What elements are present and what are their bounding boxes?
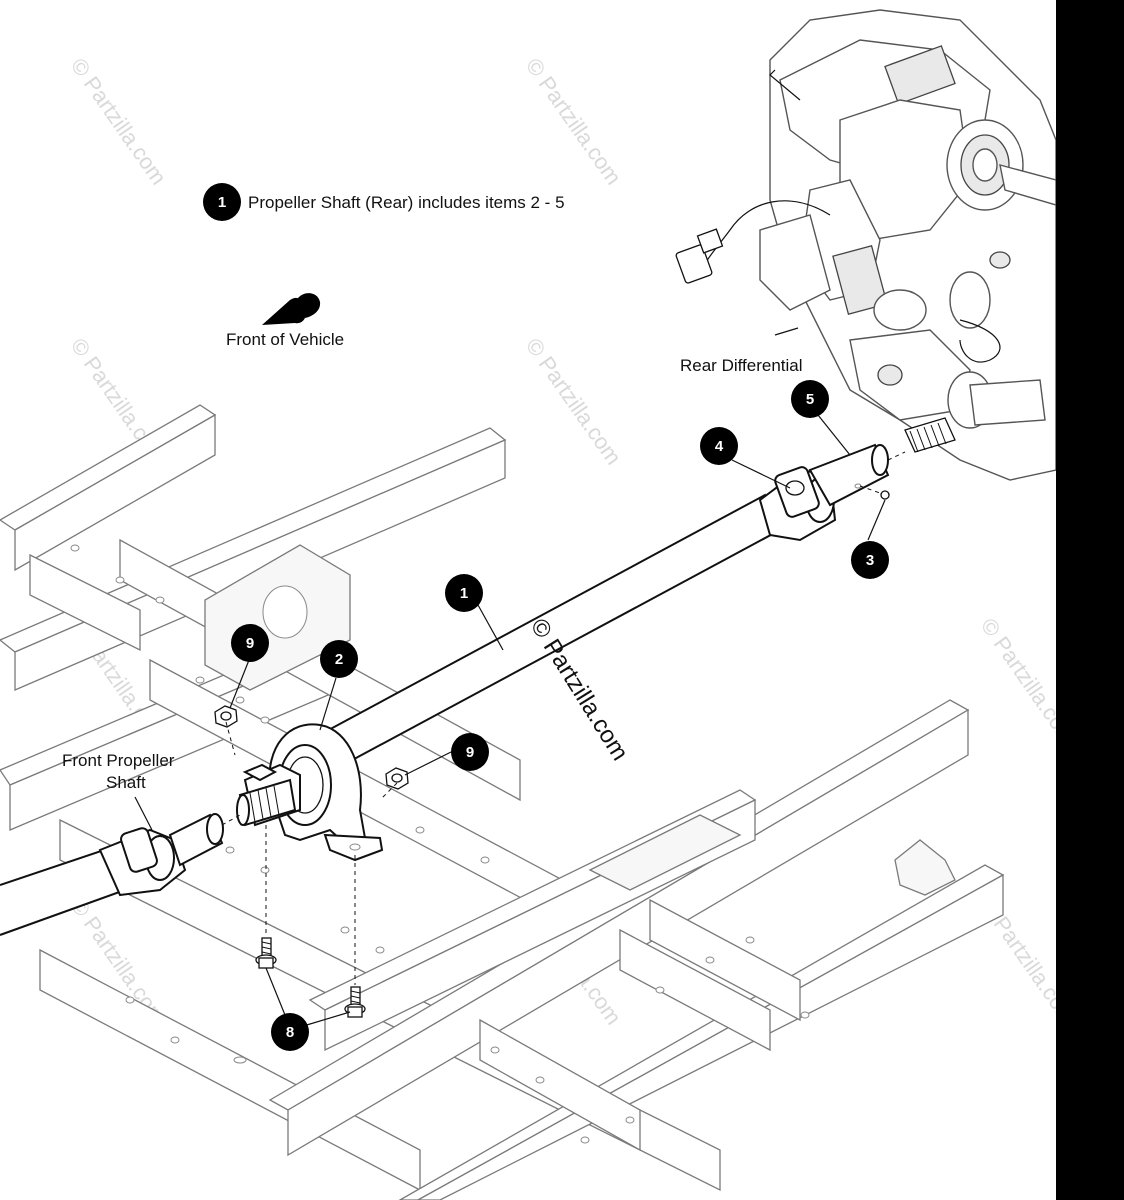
callout-3: 3 bbox=[851, 541, 889, 579]
hardware bbox=[214, 705, 409, 1018]
callout-8: 8 bbox=[271, 1013, 309, 1051]
callout-9-right: 9 bbox=[451, 733, 489, 771]
watermark-text: © Partzilla.com bbox=[521, 334, 627, 470]
side-strip bbox=[1056, 0, 1124, 1200]
front-propeller-shaft-label-line2: Shaft bbox=[106, 773, 146, 792]
front-propeller-shaft-label: Front Propeller bbox=[62, 751, 175, 770]
rear-differential-label: Rear Differential bbox=[680, 356, 803, 375]
watermark-text: © Partzilla.com bbox=[66, 54, 172, 190]
callout-9-left: 9 bbox=[231, 624, 269, 662]
callout-number: 3 bbox=[866, 552, 874, 569]
front-of-vehicle-label: Front of Vehicle bbox=[226, 330, 344, 349]
watermark-text: © Partzilla.com bbox=[976, 614, 1056, 750]
rear-differential bbox=[675, 9, 1056, 481]
flange-nut-left bbox=[214, 705, 238, 728]
vehicle-frame bbox=[0, 404, 1005, 1200]
front-of-vehicle-arrow-icon bbox=[262, 293, 321, 325]
flange-nut-right bbox=[385, 767, 409, 790]
parts-diagram: © Partzilla.com © Partzilla.com © Partzi… bbox=[0, 9, 1056, 1200]
front-propeller-shaft bbox=[0, 813, 224, 936]
bolt-left bbox=[255, 937, 277, 969]
callout-number: 1 bbox=[460, 585, 468, 602]
callout-number: 1 bbox=[218, 194, 226, 211]
legend-text: Propeller Shaft (Rear) includes items 2 … bbox=[248, 193, 565, 212]
callout-2: 2 bbox=[320, 640, 358, 678]
callout-legend: 1 bbox=[203, 183, 241, 221]
callout-number: 8 bbox=[286, 1024, 294, 1041]
callout-1: 1 bbox=[445, 574, 483, 612]
assembly-lines bbox=[221, 451, 906, 985]
callout-number: 4 bbox=[715, 438, 724, 455]
callout-number: 5 bbox=[806, 391, 814, 408]
watermark-text: © Partzilla.com bbox=[521, 54, 627, 190]
callout-4: 4 bbox=[700, 427, 738, 465]
rear-propeller-shaft bbox=[236, 443, 890, 862]
callout-number: 9 bbox=[246, 635, 254, 652]
bolt-right bbox=[344, 986, 366, 1018]
callout-number: 2 bbox=[335, 651, 343, 668]
callout-number: 9 bbox=[466, 744, 474, 761]
frame-holes bbox=[70, 544, 810, 1144]
callout-5: 5 bbox=[791, 380, 829, 418]
leader-lines bbox=[134, 327, 886, 1028]
